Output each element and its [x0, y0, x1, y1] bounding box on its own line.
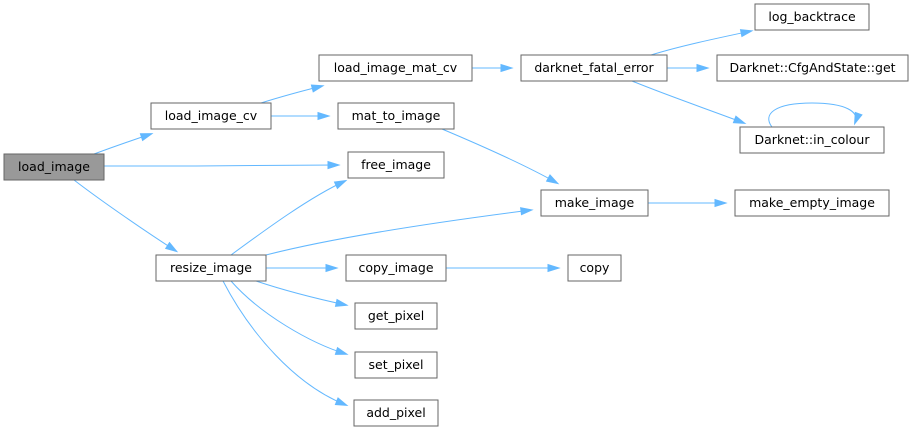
edge-resize-image-to-add-pixel [222, 280, 347, 406]
node-label-resize-image: resize_image [170, 260, 252, 275]
arrowhead-darknet-fatal-error-to-cfg-and-state-get [696, 63, 710, 73]
node-label-copy: copy [580, 260, 610, 275]
arrowhead-load-image-to-resize-image [164, 241, 179, 253]
node-label-load-image: load_image [18, 159, 90, 174]
arrowhead-load-image-to-load-image-cv [139, 133, 154, 142]
nodes-layer: load_image load_image_cv resize_image lo… [3, 3, 909, 427]
arrowhead-resize-image-to-get-pixel [334, 298, 349, 307]
edge-in-colour-to-in-colour [768, 102, 857, 128]
edge-resize-image-to-make-image [265, 209, 532, 256]
node-free-image[interactable]: free_image [347, 151, 445, 179]
node-label-set-pixel: set_pixel [369, 357, 424, 372]
edge-resize-image-to-set-pixel [230, 280, 347, 355]
arrowhead-in-colour-to-in-colour [854, 111, 863, 126]
node-make-image[interactable]: make_image [540, 189, 649, 217]
node-log-backtrace[interactable]: log_backtrace [754, 3, 870, 31]
arrowhead-load-image-to-free-image [327, 160, 341, 170]
node-label-add-pixel: add_pixel [366, 405, 425, 420]
node-load-image-cv[interactable]: load_image_cv [150, 102, 272, 130]
node-label-copy-image: copy_image [358, 260, 433, 275]
node-set-pixel[interactable]: set_pixel [354, 351, 438, 379]
node-label-load-image-mat-cv: load_image_mat_cv [334, 60, 458, 75]
edge-load-image-to-free-image [103, 164, 339, 167]
node-make-empty-image[interactable]: make_empty_image [734, 189, 890, 217]
arrowhead-copy-image-to-copy [547, 263, 561, 273]
arrowhead-darknet-fatal-error-to-log-backtrace [739, 29, 754, 38]
edge-darknet-fatal-error-to-log-backtrace [650, 30, 752, 56]
arrowhead-resize-image-to-set-pixel [334, 346, 349, 355]
node-in-colour[interactable]: Darknet::in_colour [739, 126, 885, 154]
node-label-darknet-fatal-error: darknet_fatal_error [534, 60, 654, 75]
arrowhead-resize-image-to-copy-image [325, 263, 339, 273]
arrowhead-darknet-fatal-error-to-in-colour [732, 115, 747, 124]
edge-darknet-fatal-error-to-in-colour [631, 80, 745, 124]
node-label-in-colour: Darknet::in_colour [755, 132, 871, 147]
node-copy-image[interactable]: copy_image [345, 254, 447, 282]
node-label-load-image-cv: load_image_cv [165, 108, 258, 123]
edge-mat-to-image-to-make-image [441, 128, 558, 184]
node-label-free-image: free_image [361, 157, 431, 172]
arrowhead-mat-to-image-to-make-image [545, 174, 560, 185]
node-get-pixel[interactable]: get_pixel [354, 302, 438, 330]
node-label-cfg-and-state-get: Darknet::CfgAndState::get [729, 60, 895, 75]
arrowhead-resize-image-to-free-image [333, 179, 348, 190]
arrowhead-make-image-to-make-empty-image [714, 198, 728, 208]
node-label-get-pixel: get_pixel [368, 308, 424, 323]
node-label-make-image: make_image [555, 195, 635, 210]
node-label-log-backtrace: log_backtrace [768, 9, 856, 24]
arrowhead-load-image-cv-to-load-image-mat-cv [310, 84, 325, 93]
node-copy[interactable]: copy [567, 254, 622, 282]
node-add-pixel[interactable]: add_pixel [353, 399, 439, 427]
node-darknet-fatal-error[interactable]: darknet_fatal_error [520, 54, 668, 82]
edges-layer [73, 29, 863, 407]
node-label-mat-to-image: mat_to_image [352, 108, 441, 123]
arrowhead-resize-image-to-make-image [520, 207, 534, 216]
node-label-make-empty-image: make_empty_image [749, 195, 875, 210]
edge-resize-image-to-free-image [230, 180, 346, 256]
arrowhead-load-image-cv-to-mat-to-image [317, 111, 331, 121]
node-cfg-and-state-get[interactable]: Darknet::CfgAndState::get [716, 54, 909, 82]
node-load-image-mat-cv[interactable]: load_image_mat_cv [318, 54, 473, 82]
node-load-image[interactable]: load_image [3, 153, 105, 181]
arrowhead-load-image-mat-cv-to-darknet-fatal-error [500, 63, 514, 73]
node-resize-image[interactable]: resize_image [155, 254, 267, 282]
edge-resize-image-to-get-pixel [255, 280, 347, 306]
edge-load-image-to-resize-image [73, 179, 177, 252]
arrowhead-resize-image-to-add-pixel [334, 397, 349, 407]
node-mat-to-image[interactable]: mat_to_image [337, 102, 455, 130]
